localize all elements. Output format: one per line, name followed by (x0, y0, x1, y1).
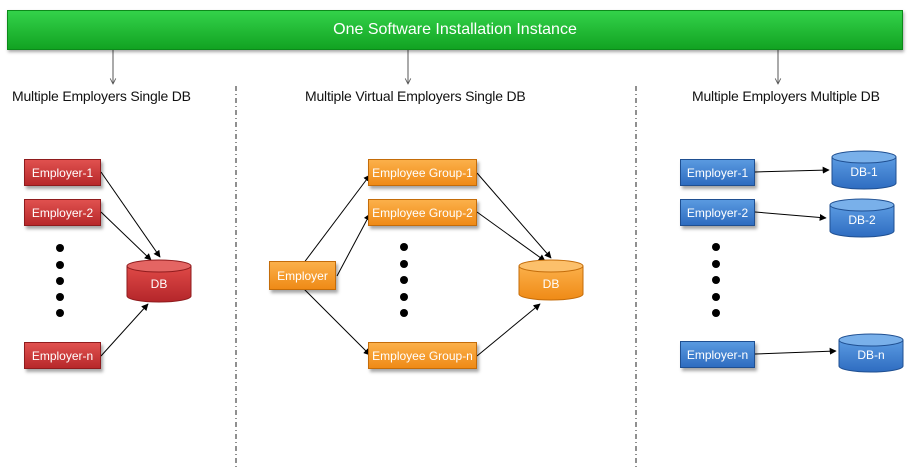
right-ellipsis (712, 243, 720, 317)
right-link-n (754, 347, 837, 355)
mid-link-dbn (476, 303, 541, 357)
left-ellipsis (56, 244, 64, 317)
left-employer-2: Employer-2 (24, 199, 101, 226)
middle-group-1: Employee Group-1 (368, 159, 477, 186)
left-link-n (100, 303, 149, 357)
heading-middle: Multiple Virtual Employers Single DB (305, 88, 526, 104)
middle-employer: Employer (269, 261, 336, 290)
mid-link-db1 (476, 172, 552, 259)
right-dbn-label: DB-n (857, 348, 885, 362)
right-employer-n: Employer-n (680, 341, 755, 368)
middle-db-cylinder (518, 259, 584, 301)
right-db2-label: DB-2 (848, 213, 876, 227)
left-link-2 (100, 211, 152, 261)
right-db1-cylinder (831, 150, 897, 190)
left-db-label: DB (150, 277, 168, 291)
right-db2-cylinder (829, 198, 895, 238)
left-link-1 (100, 171, 161, 258)
left-db-cylinder (126, 259, 192, 303)
mid-link-g2 (336, 213, 371, 277)
middle-ellipsis (400, 243, 408, 317)
right-link-2 (754, 211, 827, 221)
banner-title: One Software Installation Instance (7, 10, 903, 50)
middle-group-n: Employee Group-n (368, 342, 477, 369)
left-employer-1: Employer-1 (24, 159, 101, 186)
heading-left: Multiple Employers Single DB (12, 88, 191, 104)
mid-link-db2 (476, 211, 546, 262)
right-db1-label: DB-1 (850, 165, 878, 179)
heading-right: Multiple Employers Multiple DB (692, 88, 880, 104)
right-link-1 (754, 166, 830, 174)
right-employer-2: Employer-2 (680, 199, 755, 226)
middle-db-label: DB (542, 277, 560, 291)
mid-link-g1 (302, 174, 371, 265)
mid-link-gn (302, 287, 371, 356)
middle-group-2: Employee Group-2 (368, 199, 477, 226)
right-employer-1: Employer-1 (680, 159, 755, 186)
right-dbn-cylinder (838, 333, 904, 373)
left-employer-n: Employer-n (24, 342, 101, 369)
